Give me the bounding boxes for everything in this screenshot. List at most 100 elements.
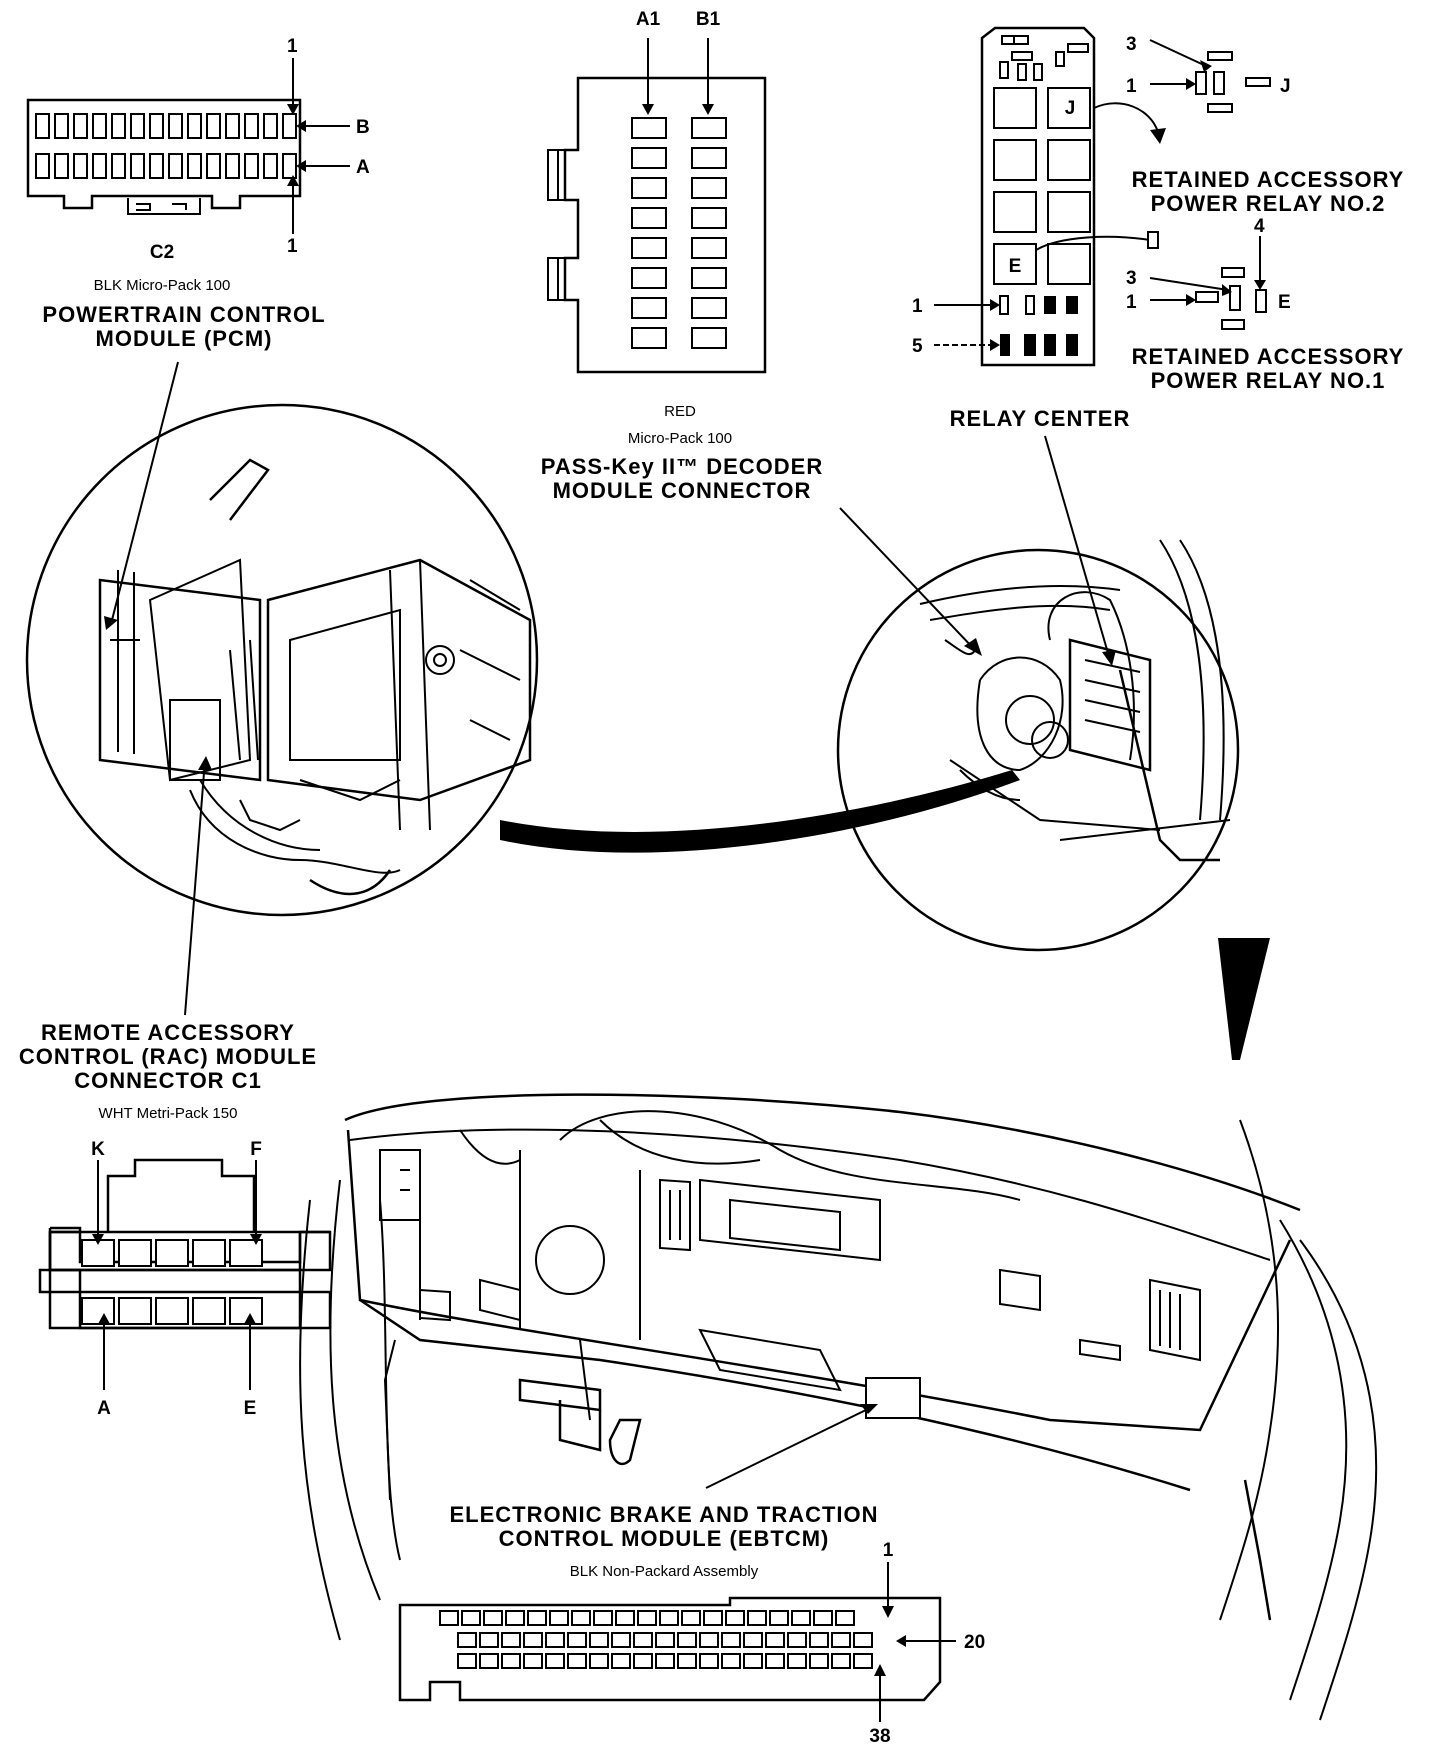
pin-cavity (567, 1653, 587, 1669)
harness-bundle (1218, 938, 1270, 1060)
pin-cavity (809, 1653, 829, 1669)
pin-cavity (244, 153, 259, 179)
relay-socket (1047, 139, 1091, 181)
pin-cavity (229, 1297, 263, 1325)
relay-center-small-fuses (999, 35, 1089, 81)
pin-cavity (457, 1653, 477, 1669)
ebtcm-leader-line (705, 1407, 871, 1489)
pin-cavity (457, 1632, 477, 1648)
pin-cavity (155, 1297, 189, 1325)
pin-cavity (505, 1610, 525, 1626)
relay-socket-j (1047, 87, 1091, 129)
pass-key-connector-type: Micro-Pack 100 (628, 430, 732, 447)
pin-cavity (691, 267, 727, 289)
pin-cavity (813, 1610, 833, 1626)
pin-cavity (615, 1610, 635, 1626)
pin-cavity (631, 237, 667, 259)
pin-cavity (118, 1239, 152, 1267)
pin-cavity (130, 153, 145, 179)
pin-cavity (479, 1653, 499, 1669)
pcm-detail-view (25, 403, 539, 917)
rac-pin-row-bottom (81, 1297, 263, 1325)
pin-cavity (54, 113, 69, 139)
relay-2-pin-3-label: 3 (1126, 34, 1137, 55)
pin-cavity (699, 1632, 719, 1648)
pin-cavity (633, 1632, 653, 1648)
pin-cavity (523, 1653, 543, 1669)
pass-key-leader-line (839, 507, 976, 651)
pcm-pin-row-b (35, 113, 297, 139)
pin-cavity (545, 1632, 565, 1648)
pin-cavity (187, 153, 202, 179)
pin-cavity (149, 153, 164, 179)
pin-cavity (769, 1610, 789, 1626)
pin-cavity (691, 327, 727, 349)
relay-2-pinout: 3 1 J RETAINED ACCESSORY POWER RELAY NO.… (1126, 34, 1405, 216)
pin-cavity (677, 1632, 697, 1648)
pin-cavity (611, 1632, 631, 1648)
relay-socket-j-label: J (1065, 98, 1076, 119)
pin-cavity (192, 1239, 226, 1267)
pin-cavity (765, 1653, 785, 1669)
pcm-pin-row-a (35, 153, 297, 179)
pin-cavity (192, 1297, 226, 1325)
pin-cavity (523, 1632, 543, 1648)
pcm-row-a-label: A (356, 157, 370, 178)
relay-socket-e-label: E (1009, 256, 1022, 277)
pin-cavity (831, 1632, 851, 1648)
relay-1-title-line2: POWER RELAY NO.1 (1151, 368, 1386, 393)
pin-cavity (501, 1632, 521, 1648)
pin-cavity (747, 1610, 767, 1626)
relay-socket (1047, 191, 1091, 233)
pin-cavity (611, 1653, 631, 1669)
pin-cavity (225, 113, 240, 139)
relay-center-pin-5-label: 5 (912, 336, 923, 357)
pin-cavity (831, 1653, 851, 1669)
pcm-connector-type: BLK Micro-Pack 100 (94, 277, 231, 294)
pin-cavity (206, 153, 221, 179)
ebtcm-connector-type: BLK Non-Packard Assembly (570, 1563, 759, 1580)
pcm-title-line2: MODULE (PCM) (96, 326, 273, 351)
pin-cavity (691, 207, 727, 229)
pin-cavity (73, 113, 88, 139)
ebtcm-pin-row-1 (439, 1610, 855, 1626)
pin-cavity (589, 1653, 609, 1669)
ebtcm-module (865, 1377, 921, 1419)
pin-cavity (655, 1653, 675, 1669)
relay-socket (1047, 243, 1091, 285)
pin-cavity (225, 153, 240, 179)
pin-cavity (73, 153, 88, 179)
pin-cavity (593, 1610, 613, 1626)
pin-cavity (118, 1297, 152, 1325)
ebtcm-pin-38-label: 38 (869, 1726, 890, 1747)
pin-cavity (787, 1653, 807, 1669)
pin-cavity (681, 1610, 701, 1626)
pin-cavity (725, 1610, 745, 1626)
pin-cavity (853, 1653, 873, 1669)
pin-cavity (35, 113, 50, 139)
ebtcm-pin-20-label: 20 (964, 1632, 985, 1653)
pin-cavity (130, 113, 145, 139)
pin-cavity (263, 113, 278, 139)
pin-cavity (54, 153, 69, 179)
pin-cavity (149, 113, 164, 139)
relay-2-cavity-label: J (1280, 76, 1291, 97)
pin-cavity (703, 1610, 723, 1626)
pin-cavity (282, 113, 297, 139)
pin-cavity (699, 1653, 719, 1669)
relay-center-title: RELAY CENTER (950, 406, 1131, 431)
pin-cavity (691, 117, 727, 139)
relay-2-title-line1: RETAINED ACCESSORY (1132, 167, 1405, 192)
relay-center-pin-1-label: 1 (912, 296, 923, 317)
pin-cavity (743, 1632, 763, 1648)
pin-cavity (461, 1610, 481, 1626)
relay-1-pin-3-label: 3 (1126, 268, 1137, 289)
pin-cavity (655, 1632, 675, 1648)
ebtcm-title-line1: ELECTRONIC BRAKE AND TRACTION (449, 1502, 878, 1527)
pass-key-pin-column-b (691, 117, 727, 349)
pin-cavity (631, 327, 667, 349)
pin-cavity (111, 153, 126, 179)
pin-cavity (631, 297, 667, 319)
relay-1-pinout: 4 3 1 E RETAINED ACCESSORY POWER RELAY N… (1126, 216, 1403, 393)
